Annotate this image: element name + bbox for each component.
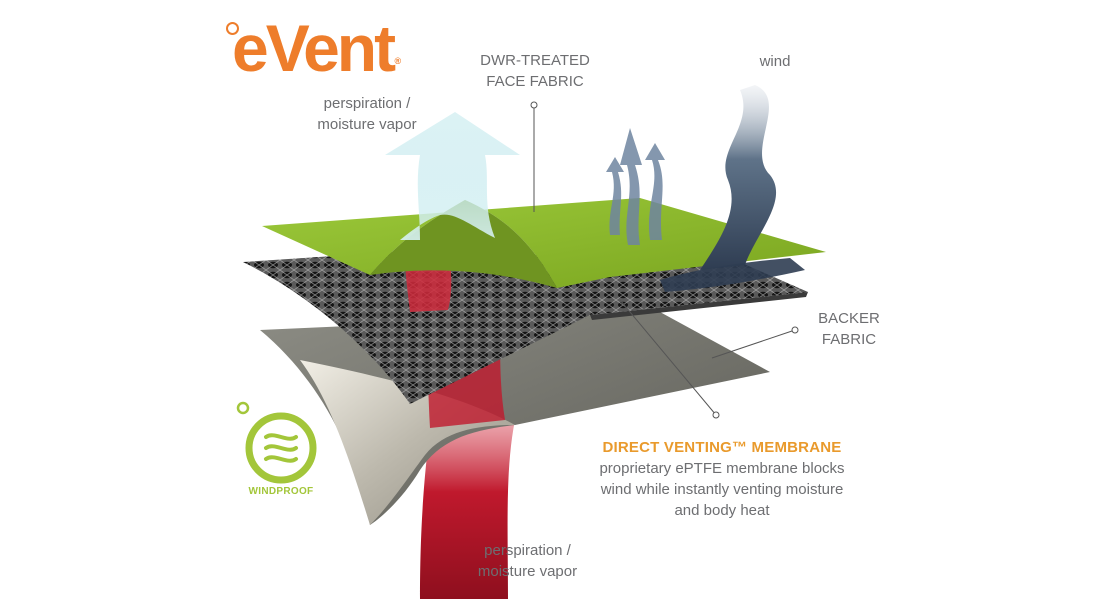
label-membrane: DIRECT VENTING™ MEMBRANE proprietary ePT… xyxy=(572,437,872,521)
logo-text: eVent xyxy=(232,11,396,85)
vapor-arrow-up xyxy=(385,112,520,240)
face-fabric-layer xyxy=(262,198,826,288)
label-line: BACKER xyxy=(818,310,880,327)
label-perspiration-top: perspiration / moisture vapor xyxy=(302,93,432,135)
label-dwr-face-fabric: DWR-TREATED FACE FABRIC xyxy=(470,50,600,92)
label-perspiration-bottom: perspiration / moisture vapor xyxy=(460,540,595,582)
wind-stream xyxy=(700,85,777,270)
label-wind: wind xyxy=(759,53,791,70)
label-line: moisture vapor xyxy=(477,563,578,580)
label-line: wind while instantly venting moisture xyxy=(600,481,844,498)
label-line: FACE FABRIC xyxy=(486,73,584,90)
membrane-layer-edge xyxy=(590,292,808,320)
label-line: moisture vapor xyxy=(317,116,417,133)
label-line: proprietary ePTFE membrane blocks xyxy=(599,460,845,477)
heat-stream-upper xyxy=(405,258,452,312)
label-line: perspiration / xyxy=(484,542,571,559)
label-line: DWR-TREATED xyxy=(480,52,590,69)
membrane-title: DIRECT VENTING™ MEMBRANE xyxy=(602,439,842,456)
heat-stream-bottom xyxy=(420,420,515,599)
leader-lines xyxy=(530,101,799,419)
vent-arrows xyxy=(606,128,665,245)
label-line: perspiration / xyxy=(323,95,411,112)
label-backer-fabric: BACKER FABRIC xyxy=(806,308,892,350)
label-line: and body heat xyxy=(674,502,770,519)
event-logo: eVent ® xyxy=(226,10,401,86)
backer-fabric-curl xyxy=(300,360,515,525)
windproof-label: WINDPROOF xyxy=(248,486,314,497)
label-line: FABRIC xyxy=(821,331,877,348)
logo-degree-mark xyxy=(226,22,239,35)
logo-trademark: ® xyxy=(394,56,402,66)
face-fabric-flap xyxy=(370,200,557,288)
wind-under-layer xyxy=(660,258,805,292)
windproof-icon xyxy=(236,401,317,484)
